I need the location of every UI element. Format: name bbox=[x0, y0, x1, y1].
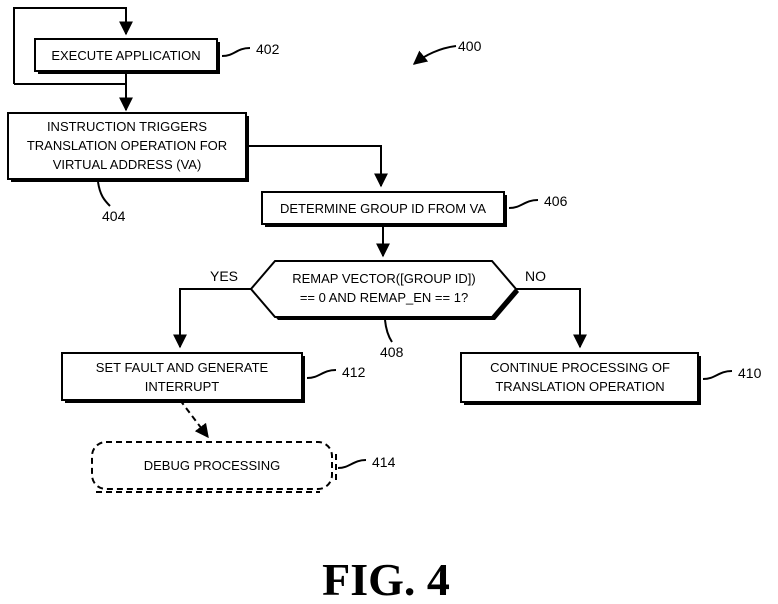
ref-404: 404 bbox=[102, 208, 126, 224]
leader-408 bbox=[384, 319, 393, 343]
debug-label: DEBUG PROCESSING bbox=[144, 458, 281, 473]
determine-label: DETERMINE GROUP ID FROM VA bbox=[280, 201, 486, 216]
continue-processing-step: CONTINUE PROCESSING OF TRANSLATION OPERA… bbox=[460, 352, 701, 405]
set-fault-step: SET FAULT AND GENERATE INTERRUPT bbox=[61, 352, 305, 403]
leader-402 bbox=[221, 47, 251, 57]
figure-caption: FIG. 4 bbox=[322, 554, 450, 604]
determine-group-id-step: DETERMINE GROUP ID FROM VA bbox=[261, 191, 507, 227]
instruction-triggers-step: INSTRUCTION TRIGGERS TRANSLATION OPERATI… bbox=[7, 112, 249, 182]
execute-application-label: EXECUTE APPLICATION bbox=[51, 48, 200, 63]
fault-label-line2: INTERRUPT bbox=[145, 379, 219, 394]
ref-408: 408 bbox=[380, 344, 404, 360]
decision-label-line2: == 0 AND REMAP_EN == 1? bbox=[300, 290, 468, 305]
ref-406: 406 bbox=[544, 193, 568, 209]
leader-412 bbox=[306, 369, 337, 379]
debug-processing-step: DEBUG PROCESSING bbox=[91, 441, 337, 493]
trigger-label-line3: VIRTUAL ADDRESS (VA) bbox=[53, 157, 202, 172]
leader-414 bbox=[337, 459, 367, 469]
arrow-no-to-continue bbox=[516, 288, 587, 349]
loop-connector bbox=[13, 7, 133, 84]
dashed-arrow-fault-to-debug bbox=[179, 399, 209, 439]
figure-number: 400 bbox=[458, 38, 482, 54]
ref-410: 410 bbox=[738, 365, 762, 381]
decision-label-line1: REMAP VECTOR([GROUP ID]) bbox=[292, 271, 475, 286]
ref-414: 414 bbox=[372, 454, 396, 470]
continue-label-line2: TRANSLATION OPERATION bbox=[495, 379, 664, 394]
continue-label-line1: CONTINUE PROCESSING OF bbox=[490, 360, 670, 375]
no-label: NO bbox=[525, 268, 546, 284]
trigger-label-line2: TRANSLATION OPERATION FOR bbox=[27, 138, 227, 153]
ref-412: 412 bbox=[342, 364, 366, 380]
trigger-label-line1: INSTRUCTION TRIGGERS bbox=[47, 119, 207, 134]
yes-label: YES bbox=[210, 268, 238, 284]
leader-404 bbox=[97, 181, 111, 207]
leader-410 bbox=[702, 370, 733, 380]
leader-406 bbox=[508, 199, 539, 209]
remap-decision: REMAP VECTOR([GROUP ID]) == 0 AND REMAP_… bbox=[249, 260, 519, 320]
execute-application-step: EXECUTE APPLICATION bbox=[34, 38, 220, 74]
leader-400 bbox=[412, 45, 457, 65]
arrow-yes-to-fault bbox=[173, 288, 251, 349]
ref-402: 402 bbox=[256, 41, 280, 57]
arrow-trigger-to-determine bbox=[249, 145, 388, 188]
fault-label-line1: SET FAULT AND GENERATE bbox=[96, 360, 269, 375]
